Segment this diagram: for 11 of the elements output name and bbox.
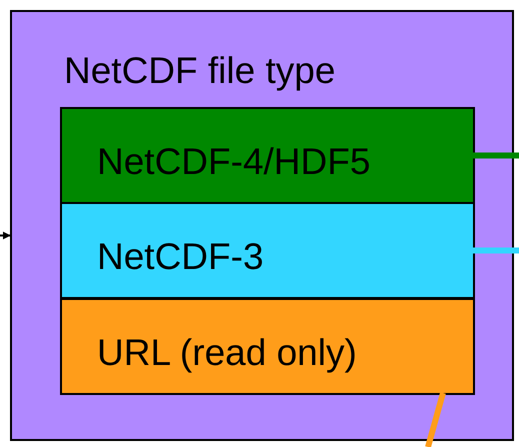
type-box bbox=[60, 202, 475, 299]
type-box bbox=[60, 107, 475, 204]
type-label: URL (read only) bbox=[97, 334, 357, 371]
connector-line bbox=[473, 152, 519, 158]
arrow bbox=[0, 232, 11, 240]
container-box bbox=[10, 10, 514, 441]
type-box bbox=[60, 298, 475, 395]
type-label: NetCDF-3 bbox=[97, 238, 264, 275]
group-title: NetCDF file type bbox=[64, 52, 336, 89]
connector-line bbox=[473, 248, 519, 254]
type-label: NetCDF-4/HDF5 bbox=[97, 143, 370, 180]
